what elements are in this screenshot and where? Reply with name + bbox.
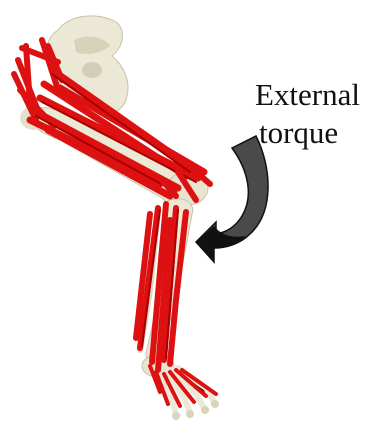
external-torque-label: External torque [255,76,379,152]
label-line-external: External [255,76,379,114]
external-torque-arrow [196,136,268,262]
label-line-torque: torque [259,114,379,152]
pelvis-socket [82,62,102,78]
skeleton [20,16,219,420]
